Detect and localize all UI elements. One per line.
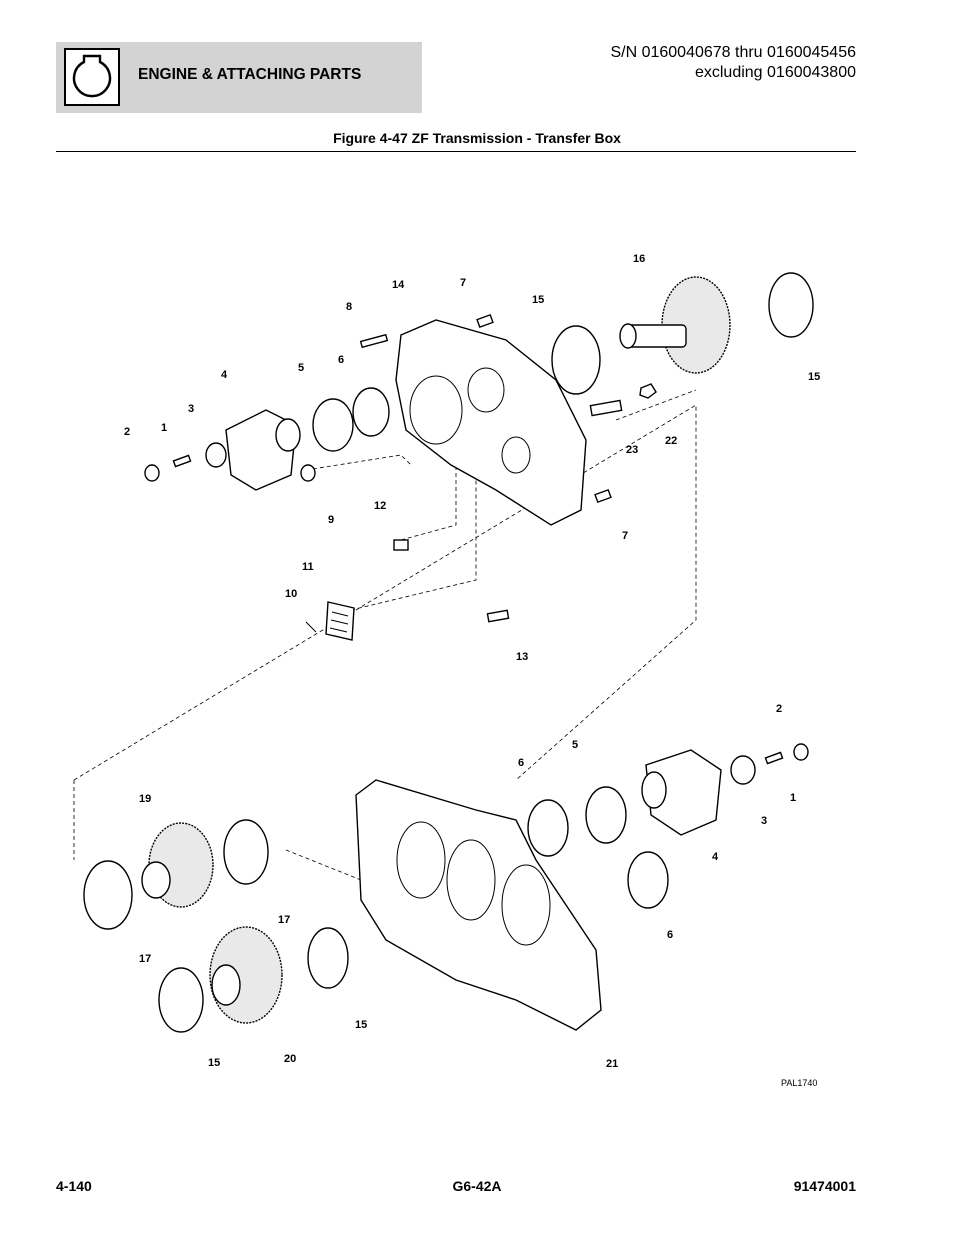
callout: 1 bbox=[790, 792, 796, 804]
callout: 20 bbox=[284, 1053, 296, 1065]
plug-12 bbox=[393, 539, 409, 551]
serial-number-range: S/N 0160040678 thru 0160045456 excluding… bbox=[610, 43, 856, 83]
washer-lower bbox=[730, 755, 756, 785]
callout: 2 bbox=[124, 426, 130, 438]
callout: 11 bbox=[302, 561, 314, 573]
callout: 4 bbox=[221, 369, 228, 381]
callout: 12 bbox=[374, 500, 386, 512]
rivet-10 bbox=[305, 621, 317, 633]
callout: 3 bbox=[188, 403, 194, 415]
callout: 6 bbox=[338, 354, 344, 366]
callout: 21 bbox=[606, 1058, 618, 1070]
washer-upper bbox=[205, 442, 227, 468]
bolt-upper bbox=[172, 454, 192, 468]
engine-icon bbox=[64, 48, 120, 106]
model-number: G6-42A bbox=[452, 1178, 502, 1194]
nut-upper bbox=[144, 464, 160, 482]
bolt-8 bbox=[359, 333, 389, 349]
lower-housing bbox=[355, 779, 602, 1031]
callout: 9 bbox=[328, 514, 334, 526]
callout: 5 bbox=[572, 739, 578, 751]
bearing-15-upper bbox=[551, 325, 601, 395]
header-divider bbox=[56, 151, 856, 152]
upper-housing bbox=[395, 319, 587, 526]
callout: 7 bbox=[460, 277, 466, 289]
nut-22 bbox=[639, 383, 657, 399]
callout: 15 bbox=[532, 294, 544, 306]
nut-lower bbox=[793, 743, 809, 761]
callout: 2 bbox=[776, 703, 782, 715]
section-header: ENGINE & ATTACHING PARTS bbox=[56, 42, 422, 113]
callout: 16 bbox=[633, 253, 645, 265]
callout: 4 bbox=[712, 851, 719, 863]
bearing-17-right bbox=[223, 819, 269, 885]
figure-title: Figure 4-47 ZF Transmission - Transfer B… bbox=[333, 130, 621, 146]
bolt-lower bbox=[764, 751, 784, 765]
bearing-15-lower-right bbox=[307, 927, 349, 989]
pin-23 bbox=[589, 399, 623, 417]
callout: 14 bbox=[392, 279, 405, 291]
callout: 17 bbox=[139, 953, 151, 965]
plug-9 bbox=[300, 464, 316, 482]
callout: 13 bbox=[516, 651, 528, 663]
page-number: 4-140 bbox=[56, 1178, 92, 1194]
seal-upper bbox=[312, 398, 354, 452]
callout: 17 bbox=[278, 914, 290, 926]
gear-16 bbox=[619, 276, 731, 374]
callout: 8 bbox=[346, 301, 352, 313]
section-title: ENGINE & ATTACHING PARTS bbox=[138, 66, 362, 83]
callout: 3 bbox=[761, 815, 767, 827]
dowel-7-lower bbox=[594, 488, 612, 504]
callout: 7 bbox=[622, 530, 628, 542]
callout: 23 bbox=[626, 444, 638, 456]
callout: 15 bbox=[355, 1019, 367, 1031]
drawing-id: PAL1740 bbox=[781, 1078, 817, 1088]
gear-19 bbox=[141, 822, 214, 908]
exploded-parts-drawing: 1 1 2 2 3 3 4 4 5 5 6 6 6 7 7 8 9 10 11 … bbox=[73, 253, 820, 1088]
callout: 22 bbox=[665, 435, 677, 447]
callout: 15 bbox=[808, 371, 820, 383]
oring-6-lower bbox=[527, 799, 569, 857]
bearing-15-lower-left bbox=[158, 967, 204, 1033]
yoke-lower bbox=[641, 749, 722, 836]
name-plate-11 bbox=[325, 601, 355, 641]
gear-20 bbox=[209, 926, 283, 1024]
yoke-upper bbox=[225, 409, 301, 491]
seal-5-lower bbox=[585, 786, 627, 844]
dowel-7-upper bbox=[476, 313, 494, 329]
serial-line-1: S/N 0160040678 thru 0160045456 bbox=[610, 44, 856, 61]
bearing-15-upper-right bbox=[768, 272, 814, 338]
callout: 1 bbox=[161, 422, 167, 434]
bearing-17-left bbox=[83, 860, 133, 930]
serial-line-2: excluding 0160043800 bbox=[694, 64, 856, 81]
oring-upper bbox=[352, 387, 390, 437]
bolt-13 bbox=[486, 609, 510, 623]
callout: 5 bbox=[298, 362, 304, 374]
oring-6-lower-right bbox=[627, 851, 669, 909]
callout: 19 bbox=[139, 793, 151, 805]
callout: 10 bbox=[285, 588, 297, 600]
callout: 15 bbox=[208, 1057, 220, 1069]
callout: 6 bbox=[518, 757, 524, 769]
callouts: 1 1 2 2 3 3 4 4 5 5 6 6 6 7 7 8 9 10 11 … bbox=[124, 253, 820, 1088]
callout: 6 bbox=[667, 929, 673, 941]
document-part-number: 91474001 bbox=[793, 1178, 856, 1194]
